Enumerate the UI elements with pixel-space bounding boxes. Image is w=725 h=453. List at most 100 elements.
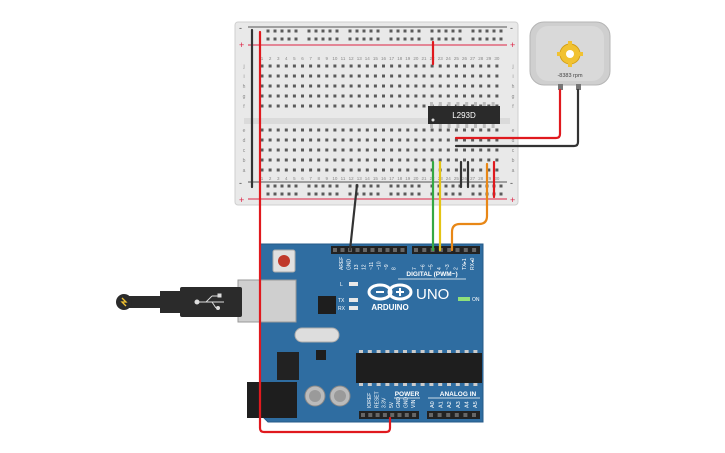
hole[interactable] bbox=[422, 128, 426, 132]
rail-hole[interactable] bbox=[471, 184, 475, 188]
hole[interactable] bbox=[276, 168, 280, 172]
rail-hole[interactable] bbox=[335, 192, 339, 196]
rail-hole[interactable] bbox=[266, 192, 270, 196]
hole[interactable] bbox=[398, 158, 402, 162]
rail-hole[interactable] bbox=[417, 29, 421, 33]
header-pin[interactable] bbox=[385, 248, 390, 252]
hole[interactable] bbox=[260, 74, 264, 78]
hole[interactable] bbox=[260, 148, 264, 152]
rail-hole[interactable] bbox=[328, 192, 332, 196]
hole[interactable] bbox=[471, 138, 475, 142]
rail-hole[interactable] bbox=[321, 184, 325, 188]
hole[interactable] bbox=[471, 168, 475, 172]
hole[interactable] bbox=[446, 158, 450, 162]
header-pin[interactable] bbox=[340, 248, 345, 252]
hole[interactable] bbox=[349, 158, 353, 162]
hole[interactable] bbox=[406, 64, 410, 68]
hole[interactable] bbox=[333, 168, 337, 172]
header-pin[interactable] bbox=[400, 248, 405, 252]
hole[interactable] bbox=[446, 138, 450, 142]
hole[interactable] bbox=[454, 84, 458, 88]
hole[interactable] bbox=[430, 94, 434, 98]
header-pin[interactable] bbox=[368, 413, 373, 417]
header-pin[interactable] bbox=[455, 248, 460, 252]
hole[interactable] bbox=[454, 128, 458, 132]
rail-hole[interactable] bbox=[287, 37, 291, 41]
hole[interactable] bbox=[479, 138, 483, 142]
rail-hole[interactable] bbox=[478, 37, 482, 41]
rail-hole[interactable] bbox=[389, 184, 393, 188]
hole[interactable] bbox=[260, 64, 264, 68]
hole[interactable] bbox=[309, 128, 313, 132]
hole[interactable] bbox=[438, 128, 442, 132]
rail-hole[interactable] bbox=[437, 29, 441, 33]
hole[interactable] bbox=[284, 74, 288, 78]
hole[interactable] bbox=[422, 148, 426, 152]
hole[interactable] bbox=[357, 74, 361, 78]
hole[interactable] bbox=[471, 84, 475, 88]
rail-hole[interactable] bbox=[348, 192, 352, 196]
hole[interactable] bbox=[479, 128, 483, 132]
hole[interactable] bbox=[357, 128, 361, 132]
header-pin[interactable] bbox=[472, 413, 476, 417]
rail-hole[interactable] bbox=[362, 184, 366, 188]
hole[interactable] bbox=[373, 148, 377, 152]
hole[interactable] bbox=[438, 138, 442, 142]
rail-hole[interactable] bbox=[369, 192, 373, 196]
rail-hole[interactable] bbox=[471, 192, 475, 196]
hole[interactable] bbox=[333, 104, 337, 108]
rail-hole[interactable] bbox=[314, 192, 318, 196]
rail-hole[interactable] bbox=[314, 29, 318, 33]
hole[interactable] bbox=[422, 64, 426, 68]
hole[interactable] bbox=[317, 84, 321, 88]
hole[interactable] bbox=[406, 94, 410, 98]
hole[interactable] bbox=[454, 74, 458, 78]
rail-hole[interactable] bbox=[485, 29, 489, 33]
wire-motor-black[interactable] bbox=[454, 88, 580, 148]
hole[interactable] bbox=[365, 84, 369, 88]
hole[interactable] bbox=[463, 64, 466, 68]
hole[interactable] bbox=[495, 74, 499, 78]
hole[interactable] bbox=[422, 104, 426, 108]
hole[interactable] bbox=[333, 158, 337, 162]
hole[interactable] bbox=[260, 94, 264, 98]
hole[interactable] bbox=[414, 94, 418, 98]
hole[interactable] bbox=[479, 148, 483, 152]
hole[interactable] bbox=[373, 64, 377, 68]
rail-hole[interactable] bbox=[499, 192, 503, 196]
hole[interactable] bbox=[284, 128, 288, 132]
hole[interactable] bbox=[406, 138, 410, 142]
hole[interactable] bbox=[301, 138, 304, 142]
hole[interactable] bbox=[284, 148, 288, 152]
hole[interactable] bbox=[373, 104, 377, 108]
hole[interactable] bbox=[430, 148, 434, 152]
hole[interactable] bbox=[454, 168, 458, 172]
hole[interactable] bbox=[301, 148, 304, 152]
hole[interactable] bbox=[284, 94, 288, 98]
hole[interactable] bbox=[349, 94, 353, 98]
hole[interactable] bbox=[454, 64, 458, 68]
rail-hole[interactable] bbox=[280, 184, 284, 188]
hole[interactable] bbox=[446, 64, 450, 68]
hole[interactable] bbox=[373, 94, 377, 98]
hole[interactable] bbox=[357, 84, 361, 88]
header-pin[interactable] bbox=[447, 248, 452, 252]
hole[interactable] bbox=[341, 104, 345, 108]
hole[interactable] bbox=[487, 128, 491, 132]
hole[interactable] bbox=[463, 94, 466, 98]
hole[interactable] bbox=[309, 148, 313, 152]
hole[interactable] bbox=[333, 84, 337, 88]
hole[interactable] bbox=[260, 138, 264, 142]
rail-hole[interactable] bbox=[355, 29, 359, 33]
hole[interactable] bbox=[398, 74, 402, 78]
rail-hole[interactable] bbox=[403, 37, 407, 41]
hole[interactable] bbox=[341, 128, 345, 132]
rail-hole[interactable] bbox=[369, 184, 373, 188]
hole[interactable] bbox=[276, 138, 280, 142]
hole[interactable] bbox=[317, 138, 321, 142]
hole[interactable] bbox=[382, 94, 385, 98]
rail-hole[interactable] bbox=[485, 37, 489, 41]
hole[interactable] bbox=[430, 158, 434, 162]
rail-hole[interactable] bbox=[294, 29, 298, 33]
hole[interactable] bbox=[495, 94, 499, 98]
